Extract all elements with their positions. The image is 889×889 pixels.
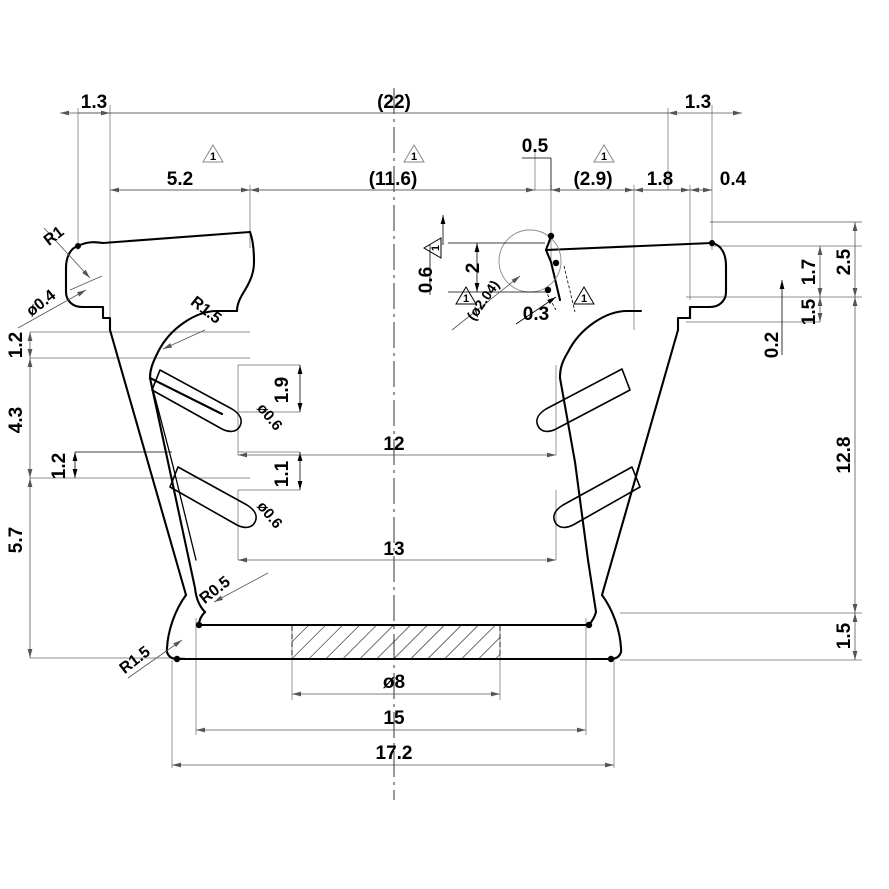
dimension-labels: 1.3 (22) 1.3 5.2 (11.6) (2.9) 1.8 0.4 0.… xyxy=(6,92,855,764)
dim-left-1-2-lower: 1.2 xyxy=(49,453,70,479)
bottom-right-r15 xyxy=(600,593,623,661)
left-r15-fillet xyxy=(148,309,219,380)
dim-0-2: 0.2 xyxy=(762,332,783,358)
note-balloons: 1 1 1 1 1 1 xyxy=(202,144,615,305)
bottom-left-r15 xyxy=(165,593,188,661)
balloon-3-label: 1 xyxy=(601,151,607,163)
dim-12: 12 xyxy=(383,434,404,455)
right-notch-edge xyxy=(549,260,562,302)
balloon-6: 1 xyxy=(573,286,595,305)
left-rib-slot-lower xyxy=(169,466,257,529)
balloon-2: 1 xyxy=(403,144,425,163)
dim-1-8: 1.8 xyxy=(647,169,673,190)
balloon-6-label: 1 xyxy=(581,293,587,305)
left-shoulder-step xyxy=(235,230,256,313)
dim-bottom-right-1-5: 1.5 xyxy=(834,622,855,649)
balloon-1-label: 1 xyxy=(210,151,216,163)
hatched-section xyxy=(291,626,501,658)
right-top-edge xyxy=(544,241,714,252)
dim-left-1-2-upper: 1.2 xyxy=(6,332,27,358)
right-rib-slot-upper xyxy=(536,368,631,433)
dim-dia-8: ø8 xyxy=(383,672,405,693)
dim-1-1: 1.1 xyxy=(272,460,293,487)
dim-11-6: (11.6) xyxy=(369,169,418,190)
dim-2-5: 2.5 xyxy=(834,248,855,275)
dim-1-7: 1.7 xyxy=(799,259,820,285)
balloon-1: 1 xyxy=(202,144,224,163)
dim-0-4: 0.4 xyxy=(720,169,747,190)
left-inner-wall xyxy=(148,376,207,614)
right-r15-fillet2 xyxy=(558,309,629,380)
dim-2: 2 xyxy=(463,263,484,274)
dim-12-8: 12.8 xyxy=(834,437,855,474)
balloon-3: 1 xyxy=(593,144,615,163)
dim-1-9: 1.9 xyxy=(272,377,293,403)
dimension-lines xyxy=(27,110,862,768)
balloon-2-label: 1 xyxy=(411,151,417,163)
left-top-edge xyxy=(76,230,252,248)
left-rib-slot-upper xyxy=(151,369,242,433)
dim-5-2: 5.2 xyxy=(167,169,193,190)
right-lip-outer xyxy=(676,241,728,332)
dim-left-5-7: 5.7 xyxy=(6,527,27,553)
dim-0-5: 0.5 xyxy=(522,136,549,157)
dim-15: 15 xyxy=(383,708,405,729)
left-lip-outer xyxy=(64,244,112,332)
right-rib-slot-lower xyxy=(553,466,641,529)
left-inner-mid xyxy=(149,377,173,463)
dim-0-6: 0.6 xyxy=(416,267,437,293)
dim-top-left-1-3: 1.3 xyxy=(81,92,107,113)
dim-right-1-5: 1.5 xyxy=(799,298,820,325)
balloon-5: 1 xyxy=(455,286,477,305)
dim-17-2: 17.2 xyxy=(376,743,413,764)
balloon-4-label: 1 xyxy=(430,245,442,251)
right-notch-edge2 xyxy=(544,248,553,264)
balloon-4: 1 xyxy=(423,237,442,259)
left-inner-mid2 xyxy=(171,461,197,561)
dim-2-9: (2.9) xyxy=(573,169,612,190)
tangent-points xyxy=(75,232,715,663)
left-rib-top-edge xyxy=(148,376,224,416)
dim-top-overall-22: (22) xyxy=(377,92,411,113)
dim-13: 13 xyxy=(383,539,404,560)
radius-leaders xyxy=(17,227,521,679)
dim-left-4-3: 4.3 xyxy=(6,407,27,433)
part-inner-contours xyxy=(109,329,679,596)
balloon-5-label: 1 xyxy=(463,293,469,305)
dim-top-right-1-3: 1.3 xyxy=(685,92,711,113)
dim-0-3: 0.3 xyxy=(523,304,549,325)
